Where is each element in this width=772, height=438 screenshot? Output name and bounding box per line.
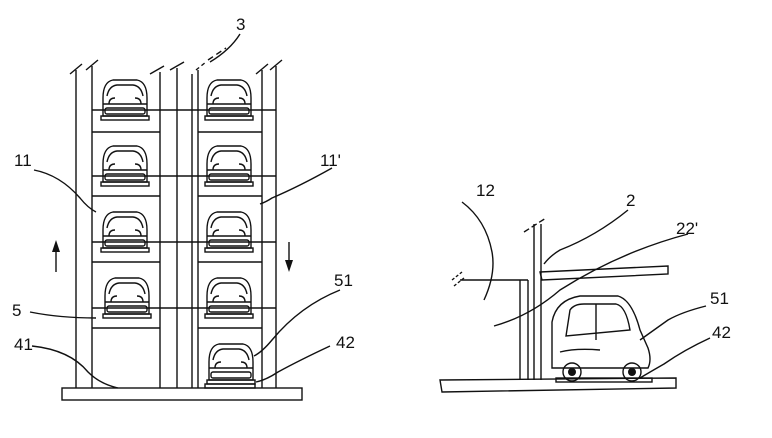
- car: [102, 277, 152, 319]
- side-posts: [519, 217, 547, 380]
- ref-label-side-pad: 51: [710, 289, 729, 308]
- car: [206, 343, 256, 385]
- ref-label-car: 5: [12, 301, 21, 320]
- ref-label-side-floor: 42: [712, 323, 731, 342]
- tower-base-slab: [61, 387, 303, 401]
- leader-lines-side: [461, 201, 711, 379]
- car: [100, 211, 150, 253]
- car: [204, 145, 254, 187]
- ref-label-left-shaft: 11: [14, 151, 32, 170]
- down-arrow-icon: [285, 242, 293, 272]
- ground-slab: [439, 377, 677, 393]
- up-arrow-icon: [52, 240, 60, 272]
- pallet-rails: [92, 109, 276, 329]
- car: [204, 211, 254, 253]
- side-beam: [451, 271, 528, 287]
- ref-label-right-shaft: 11': [320, 151, 341, 170]
- car: [204, 277, 254, 319]
- side-view: 12 2 22' 51 42: [439, 181, 731, 393]
- top-break-marks: [195, 47, 227, 71]
- car: [100, 79, 150, 121]
- ref-label-tower: 3: [236, 15, 245, 34]
- floor-pad: [204, 383, 256, 389]
- car: [100, 145, 150, 187]
- tower-columns: [69, 59, 283, 388]
- ref-label-floor-right: 42: [336, 333, 355, 352]
- parking-tower: 3 11 11' 5 41 51 42: [12, 15, 355, 401]
- right-column-cars: [204, 79, 256, 385]
- ref-label-side-post: 2: [626, 191, 635, 210]
- ref-label-floor-left: 41: [14, 335, 33, 354]
- ref-label-roof: 22': [676, 219, 698, 238]
- left-column-cars: [100, 79, 152, 319]
- ref-label-side-frame: 12: [476, 181, 495, 200]
- leader-lines-tower: [29, 33, 341, 389]
- small-vehicle: [551, 295, 653, 383]
- car: [204, 79, 254, 121]
- ref-label-pad: 51: [334, 271, 353, 290]
- roof-panel: [539, 265, 669, 281]
